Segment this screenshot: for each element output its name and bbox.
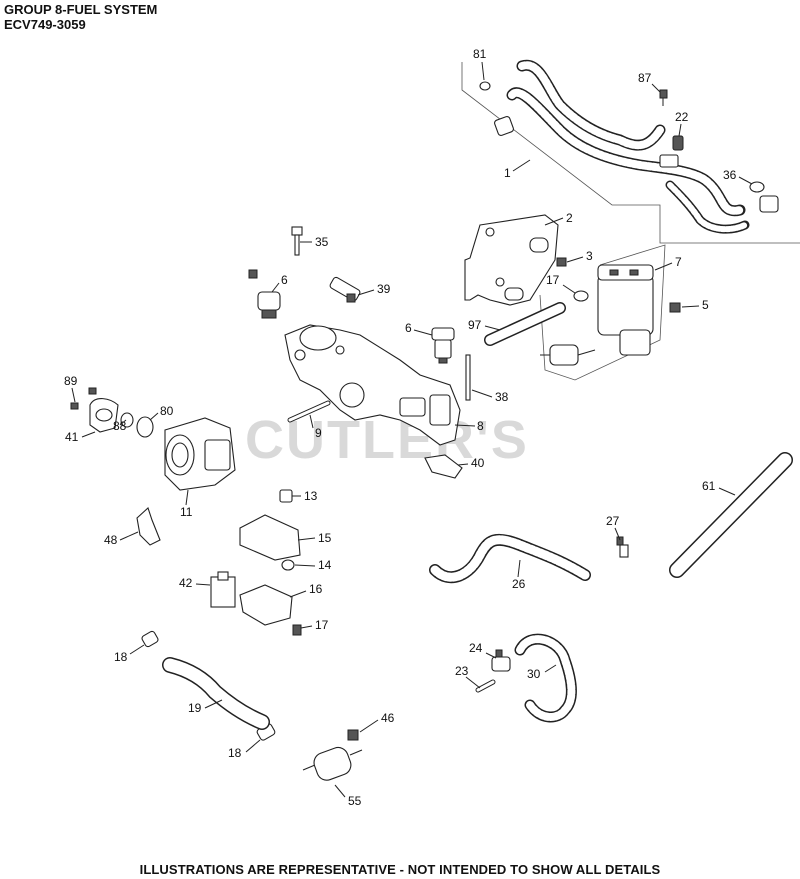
callout-97: 97 — [468, 318, 482, 332]
callout-27: 27 — [606, 514, 620, 528]
callout-41: 41 — [65, 430, 79, 444]
callout-46: 46 — [381, 711, 395, 725]
callout-89: 89 — [64, 374, 78, 388]
callout-3: 3 — [586, 249, 593, 263]
callout-16: 16 — [309, 582, 323, 596]
callout-61: 61 — [702, 479, 716, 493]
disclaimer-footer: ILLUSTRATIONS ARE REPRESENTATIVE - NOT I… — [139, 862, 661, 877]
injector-6b — [431, 327, 455, 364]
fuel-pump-bracket — [464, 214, 559, 306]
callout-30: 30 — [527, 667, 541, 681]
callout-39: 39 — [377, 282, 391, 296]
callout-48: 48 — [104, 533, 118, 547]
hose-30 — [514, 633, 577, 723]
gasket-40 — [424, 454, 463, 479]
callout-11: 11 — [180, 505, 193, 519]
callout-36: 36 — [723, 168, 737, 182]
throttle-adapter-parts — [70, 387, 154, 438]
callout-19: 19 — [188, 701, 202, 715]
nut-46 — [347, 729, 359, 741]
fitting-27 — [616, 536, 629, 558]
callout-6b: 6 — [405, 321, 412, 335]
clamp-48 — [136, 507, 161, 546]
callout-42: 42 — [179, 576, 193, 590]
sensor-39 — [329, 276, 361, 303]
fuel-filter-55 — [302, 746, 363, 781]
bolt-35 — [291, 226, 303, 256]
callouts: 81 87 22 1 36 2 35 3 7 17 6 39 5 97 6 89 — [64, 47, 753, 808]
callout-17a: 17 — [546, 273, 560, 287]
callout-2: 2 — [566, 211, 573, 225]
callout-55: 55 — [348, 794, 362, 808]
group-title: GROUP 8-FUEL SYSTEM — [4, 2, 158, 17]
callout-7: 7 — [675, 255, 682, 269]
callout-14: 14 — [318, 558, 332, 572]
spacer-14 — [281, 559, 295, 571]
callout-13: 13 — [304, 489, 318, 503]
model-number: ECV749-3059 — [4, 17, 86, 32]
callout-1: 1 — [504, 166, 511, 180]
callout-23: 23 — [455, 664, 469, 678]
callout-5: 5 — [702, 298, 709, 312]
callout-81: 81 — [473, 47, 487, 61]
fuel-pump-module — [539, 244, 681, 381]
callout-8: 8 — [477, 419, 484, 433]
callout-6a: 6 — [281, 273, 288, 287]
callout-18b: 18 — [228, 746, 242, 760]
callout-35: 35 — [315, 235, 329, 249]
valve-24 — [491, 649, 511, 672]
callout-18a: 18 — [114, 650, 128, 664]
plate-16 — [239, 584, 293, 626]
callout-24: 24 — [469, 641, 483, 655]
watermark: CUTLER'S — [245, 410, 529, 470]
callout-17b: 17 — [315, 618, 329, 632]
intake-manifold — [284, 324, 461, 446]
bracket-15 — [239, 514, 301, 561]
screw-17 — [292, 624, 302, 636]
injector-6a — [248, 269, 281, 319]
callout-40: 40 — [471, 456, 485, 470]
callout-38: 38 — [495, 390, 509, 404]
stud-38 — [465, 354, 471, 401]
callout-9: 9 — [315, 426, 322, 440]
callout-22: 22 — [675, 110, 689, 124]
hose-19 — [162, 657, 270, 730]
hose-assembly-group — [461, 59, 800, 244]
callout-80: 80 — [160, 404, 174, 418]
callout-26: 26 — [512, 577, 526, 591]
throttle-body — [164, 417, 236, 491]
callout-87: 87 — [638, 71, 652, 85]
nut-13 — [279, 489, 293, 503]
callout-15: 15 — [318, 531, 332, 545]
hose-26 — [429, 533, 591, 584]
clamp-18a — [141, 630, 159, 648]
decal-42 — [210, 571, 236, 608]
